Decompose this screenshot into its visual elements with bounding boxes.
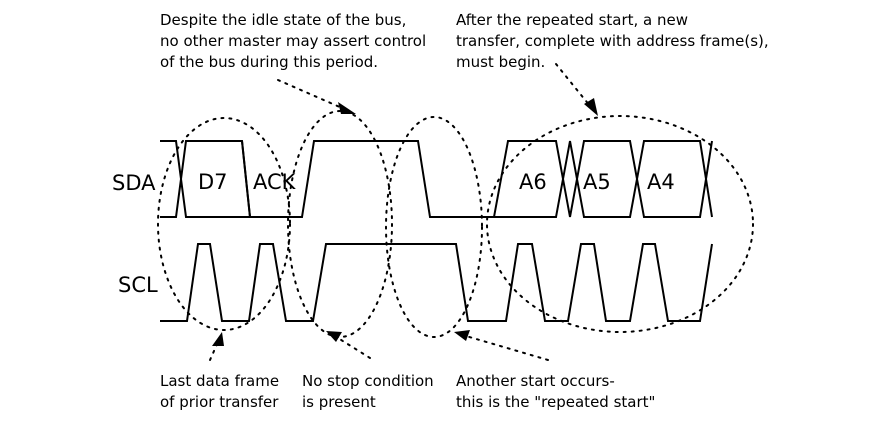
another-start-note-line-1: Another start occurs- — [456, 372, 615, 390]
idle-arrow — [277, 79, 356, 114]
idle-note-line-1: Despite the idle state of the bus, — [160, 11, 406, 29]
address-frame-ellipse — [486, 115, 754, 333]
sda-address-bottom — [494, 140, 713, 218]
bit-a4: A4 — [647, 170, 675, 194]
last-frame-note-line-1: Last data frame — [160, 372, 279, 390]
another-start-arrow — [454, 330, 549, 361]
repeated-start-ellipse — [385, 116, 483, 338]
another-start-note: Another start occurs- this is the "repea… — [456, 372, 655, 411]
last-frame-note-line-2: of prior transfer — [160, 393, 279, 411]
last-frame-ellipse — [157, 117, 291, 331]
no-stop-note-line-2: is present — [302, 393, 376, 411]
idle-note-line-3: of the bus during this period. — [160, 53, 378, 71]
no-stop-note: No stop condition is present — [302, 372, 438, 411]
bit-a6: A6 — [519, 170, 547, 194]
repeated-start-note: After the repeated start, a new transfer… — [456, 11, 773, 71]
repeated-start-note-line-1: After the repeated start, a new — [456, 11, 688, 29]
repeated-start-note-line-2: transfer, complete with address frame(s)… — [456, 32, 769, 50]
no-stop-ellipse — [287, 110, 393, 338]
sda-waveform — [160, 140, 713, 218]
no-stop-note-line-1: No stop condition — [302, 372, 434, 390]
last-frame-note: Last data frame of prior transfer — [160, 372, 284, 411]
no-stop-arrow — [326, 331, 371, 359]
sda-address-top — [493, 140, 713, 218]
scl-label: SCL — [118, 273, 158, 297]
sda-ack-cell — [241, 140, 494, 218]
last-frame-arrow — [209, 332, 224, 361]
repeated-start-begin-arrow — [555, 63, 598, 116]
scl-waveform — [160, 243, 713, 322]
idle-note-line-2: no other master may assert control — [160, 32, 426, 50]
another-start-note-line-2: this is the "repeated start" — [456, 393, 655, 411]
bit-d7: D7 — [198, 170, 228, 194]
idle-note: Despite the idle state of the bus, no ot… — [160, 11, 431, 71]
bit-ack: ACK — [253, 170, 297, 194]
bit-a5: A5 — [583, 170, 611, 194]
sda-label: SDA — [112, 171, 156, 195]
repeated-start-note-line-3: must begin. — [456, 53, 545, 71]
